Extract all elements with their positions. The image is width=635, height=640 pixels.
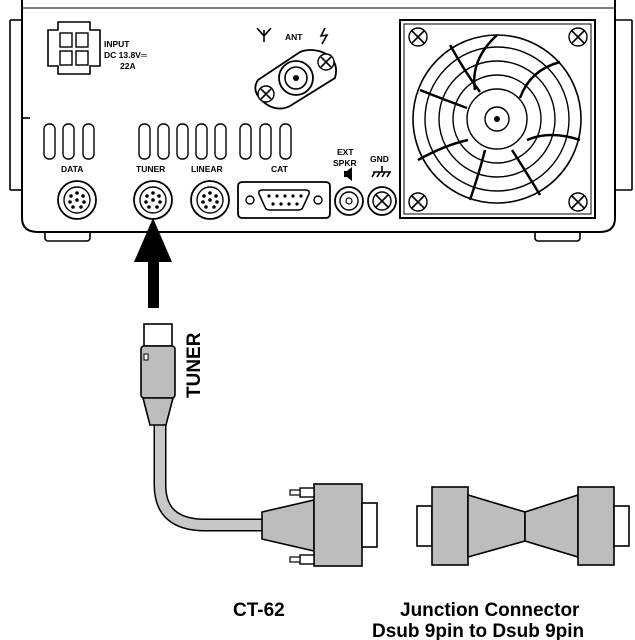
cat-port-label: CAT xyxy=(271,164,289,174)
ext-spkr-jack[interactable] xyxy=(334,186,364,216)
ground-icon xyxy=(371,166,391,178)
power-input-label-3: 22A xyxy=(120,61,136,71)
power-input-label-1: INPUT xyxy=(104,39,130,49)
speaker-icon xyxy=(344,167,352,181)
antenna-connector[interactable] xyxy=(254,49,337,110)
junction-title: Junction Connector xyxy=(400,600,580,621)
tuner-plug-label: TUNER xyxy=(184,332,205,398)
up-arrow-icon xyxy=(134,218,172,308)
cat-dsub-port[interactable] xyxy=(237,181,331,219)
vent-slots xyxy=(43,123,292,160)
junction-connector xyxy=(416,486,630,566)
ct62-dsub-plug xyxy=(261,483,378,567)
tuner-din-port[interactable] xyxy=(133,180,173,220)
ct62-caption: CT-62 xyxy=(233,600,285,621)
linear-port-label: LINEAR xyxy=(191,164,223,174)
linear-din-port[interactable] xyxy=(190,180,230,220)
tuner-port-label: TUNER xyxy=(136,164,165,174)
junction-subtitle: Dsub 9pin to Dsub 9pin xyxy=(372,621,584,640)
power-input-label-2: DC 13.8V═ xyxy=(104,50,148,60)
radio-rear-panel: INPUT DC 13.8V═ 22A ANT xyxy=(9,0,633,242)
antenna-icon xyxy=(256,27,272,42)
data-port-label: DATA xyxy=(61,164,83,174)
ant-label: ANT xyxy=(285,32,303,42)
fan-grille-icon xyxy=(399,19,596,219)
ext-spkr-label-2: SPKR xyxy=(333,158,357,168)
lightning-icon xyxy=(319,27,329,45)
data-din-port[interactable] xyxy=(57,180,97,220)
ext-spkr-label-1: EXT xyxy=(337,147,354,157)
tuner-plug xyxy=(140,323,176,426)
dc-power-connector[interactable] xyxy=(47,21,101,75)
ct62-cable xyxy=(140,323,378,567)
gnd-terminal[interactable] xyxy=(367,186,397,216)
gnd-label: GND xyxy=(370,154,389,164)
